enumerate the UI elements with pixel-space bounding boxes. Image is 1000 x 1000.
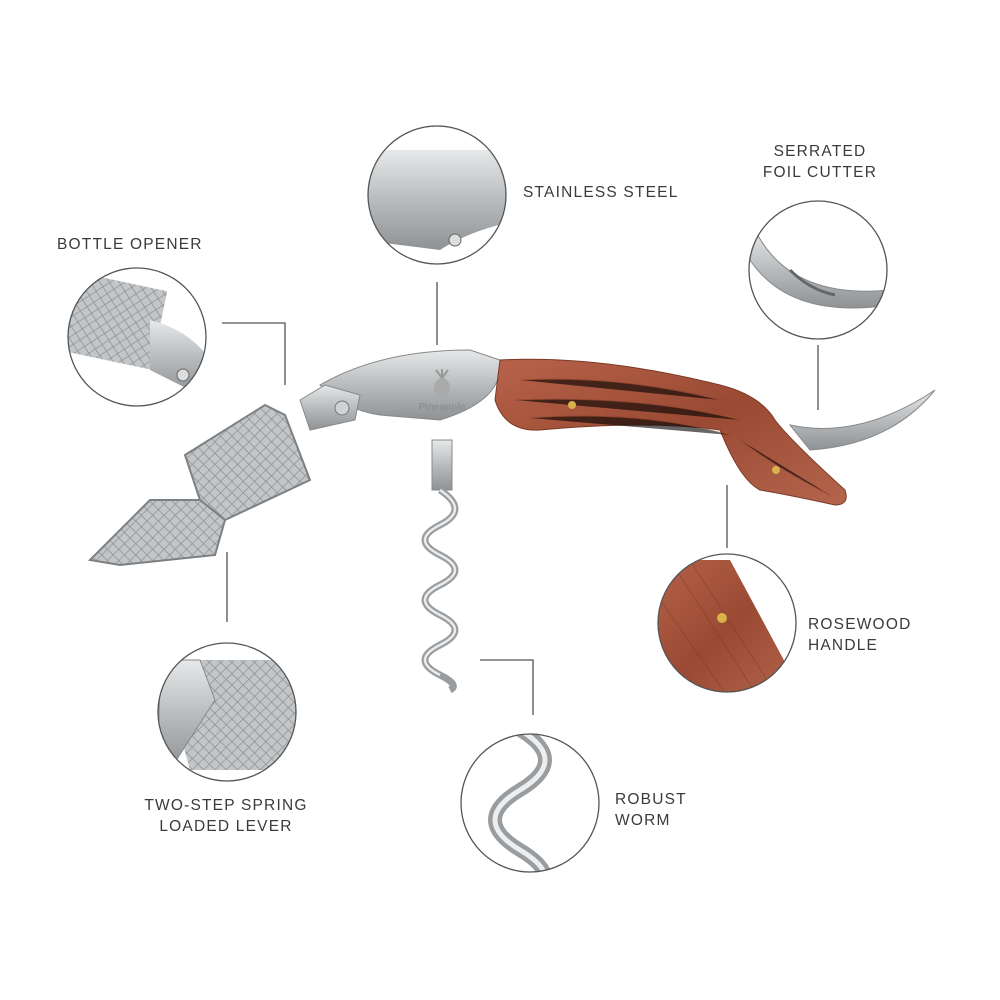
- detail-stainless-steel: [367, 125, 507, 265]
- label-line: LOADED LEVER: [159, 818, 293, 835]
- label-line: WORM: [615, 812, 671, 829]
- detail-foil-cutter: [748, 200, 888, 340]
- label-line: ROBUST: [615, 791, 687, 808]
- detail-spring-lever: [157, 642, 297, 782]
- label-bottle-opener: BOTTLE OPENER: [57, 234, 203, 255]
- detail-rosewood-handle: [657, 553, 797, 693]
- detail-robust-worm: [460, 733, 600, 873]
- label-line: ROSEWOOD: [808, 616, 912, 633]
- label-stainless-steel: STAINLESS STEEL: [523, 182, 679, 203]
- label-line: BOTTLE OPENER: [57, 236, 203, 253]
- detail-bottle-opener: [67, 267, 207, 407]
- leader-lines: [222, 282, 819, 715]
- label-foil-cutter: SERRATED FOIL CUTTER: [745, 141, 895, 183]
- label-line: TWO-STEP SPRING: [144, 797, 308, 814]
- pineapple-logo: Pineapple: [418, 369, 466, 413]
- label-robust-worm: ROBUST WORM: [615, 789, 687, 831]
- label-line: HANDLE: [808, 637, 879, 654]
- label-line: SERRATED: [773, 143, 867, 160]
- label-line: FOIL CUTTER: [762, 164, 878, 181]
- label-rosewood-handle: ROSEWOOD HANDLE: [808, 614, 911, 656]
- label-line: STAINLESS STEEL: [523, 184, 679, 201]
- label-spring-lever: TWO-STEP SPRING LOADED LEVER: [126, 795, 326, 837]
- brand-logo-text: Pineapple: [418, 402, 466, 413]
- corkscrew-body: Pineapple: [87, 349, 936, 694]
